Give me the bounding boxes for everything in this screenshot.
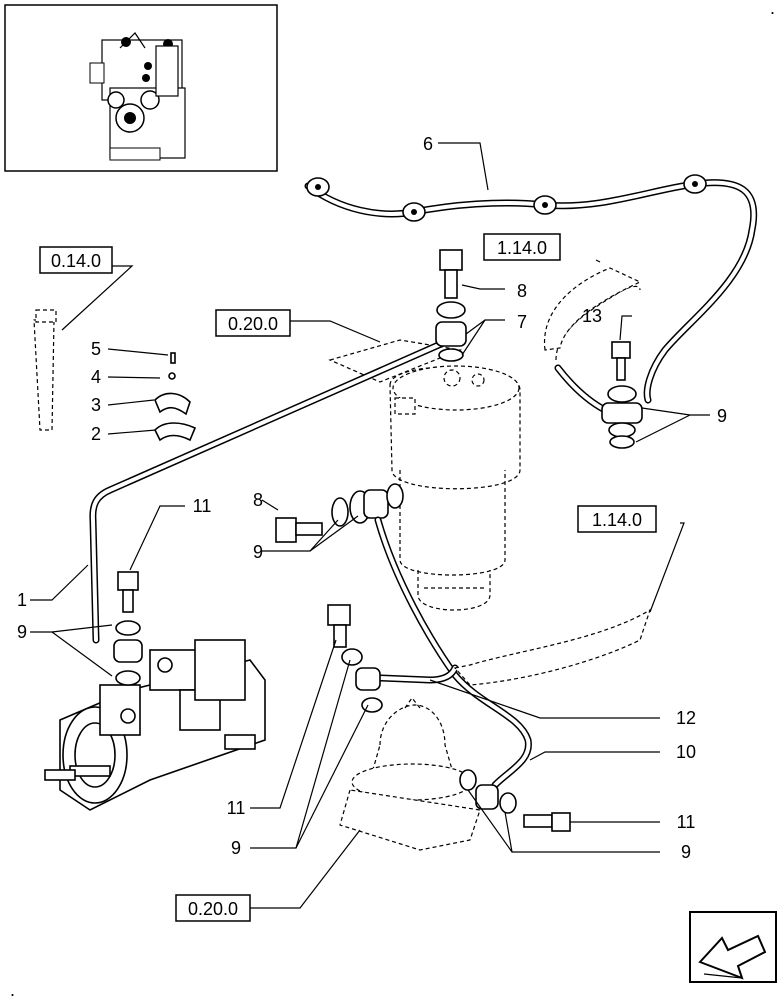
fuel-filter — [328, 339, 521, 611]
lift-pump — [339, 696, 481, 851]
callout-9-right: 9 — [681, 842, 691, 862]
next-page-arrow-icon[interactable] — [689, 911, 777, 983]
callout-8-top: 8 — [517, 281, 527, 301]
ref-1-14-0-top-label: 1.14.0 — [497, 238, 547, 258]
ref-0-14-0[interactable]: 0.14.0 — [39, 246, 113, 274]
callout-9-left: 9 — [231, 838, 241, 858]
pipe-1 — [89, 336, 454, 644]
leak-off-pipe — [304, 174, 758, 404]
callout-11-left: 11 — [227, 798, 246, 818]
callout-2: 2 — [91, 424, 101, 444]
ref-0-20-0-top-label: 0.20.0 — [228, 314, 278, 334]
callout-1: 1 — [17, 590, 27, 610]
ref-1-14-0-mid[interactable]: 1.14.0 — [577, 505, 657, 533]
injection-pump — [44, 571, 266, 811]
callout-13: 13 — [582, 306, 602, 326]
callout-4: 4 — [91, 367, 101, 387]
callout-11-right: 11 — [677, 812, 696, 832]
ref-0-14-0-label: 0.14.0 — [51, 251, 101, 271]
ref-0-20-0-bottom-label: 0.20.0 — [188, 899, 238, 919]
callout-9-mid: 9 — [253, 542, 263, 562]
callout-10: 10 — [676, 742, 696, 762]
callout-9-pump: 9 — [17, 622, 27, 642]
callout-9-topright: 9 — [717, 406, 727, 426]
return-banjo-assembly — [543, 267, 643, 449]
callout-6: 6 — [423, 134, 433, 154]
engine-thumbnail — [4, 4, 278, 172]
filter-banjo-top — [435, 249, 467, 362]
callout-8-mid: 8 — [253, 490, 263, 510]
ref-0-20-0-top[interactable]: 0.20.0 — [215, 309, 291, 337]
callout-5: 5 — [91, 339, 101, 359]
lift-pump-banjo-left — [327, 604, 383, 713]
callout-7: 7 — [517, 312, 527, 332]
corner-mark: . — [770, 0, 775, 18]
callouts: 6 8 7 13 9 5 4 3 2 8 9 11 1 9 12 10 11 9… — [17, 134, 727, 862]
callout-3: 3 — [91, 395, 101, 415]
ref-1-14-0-mid-label: 1.14.0 — [592, 510, 642, 530]
lift-pump-banjo-right — [459, 769, 571, 832]
callout-11-pump: 11 — [193, 496, 212, 516]
filter-banjo-side — [275, 483, 404, 543]
leader-lines — [30, 142, 710, 909]
callout-12: 12 — [676, 708, 696, 728]
ref-0-20-0-bottom[interactable]: 0.20.0 — [175, 894, 251, 922]
footer-mark: . — [10, 980, 15, 1000]
ref-1-14-0-top[interactable]: 1.14.0 — [483, 233, 561, 261]
injector — [33, 309, 197, 442]
